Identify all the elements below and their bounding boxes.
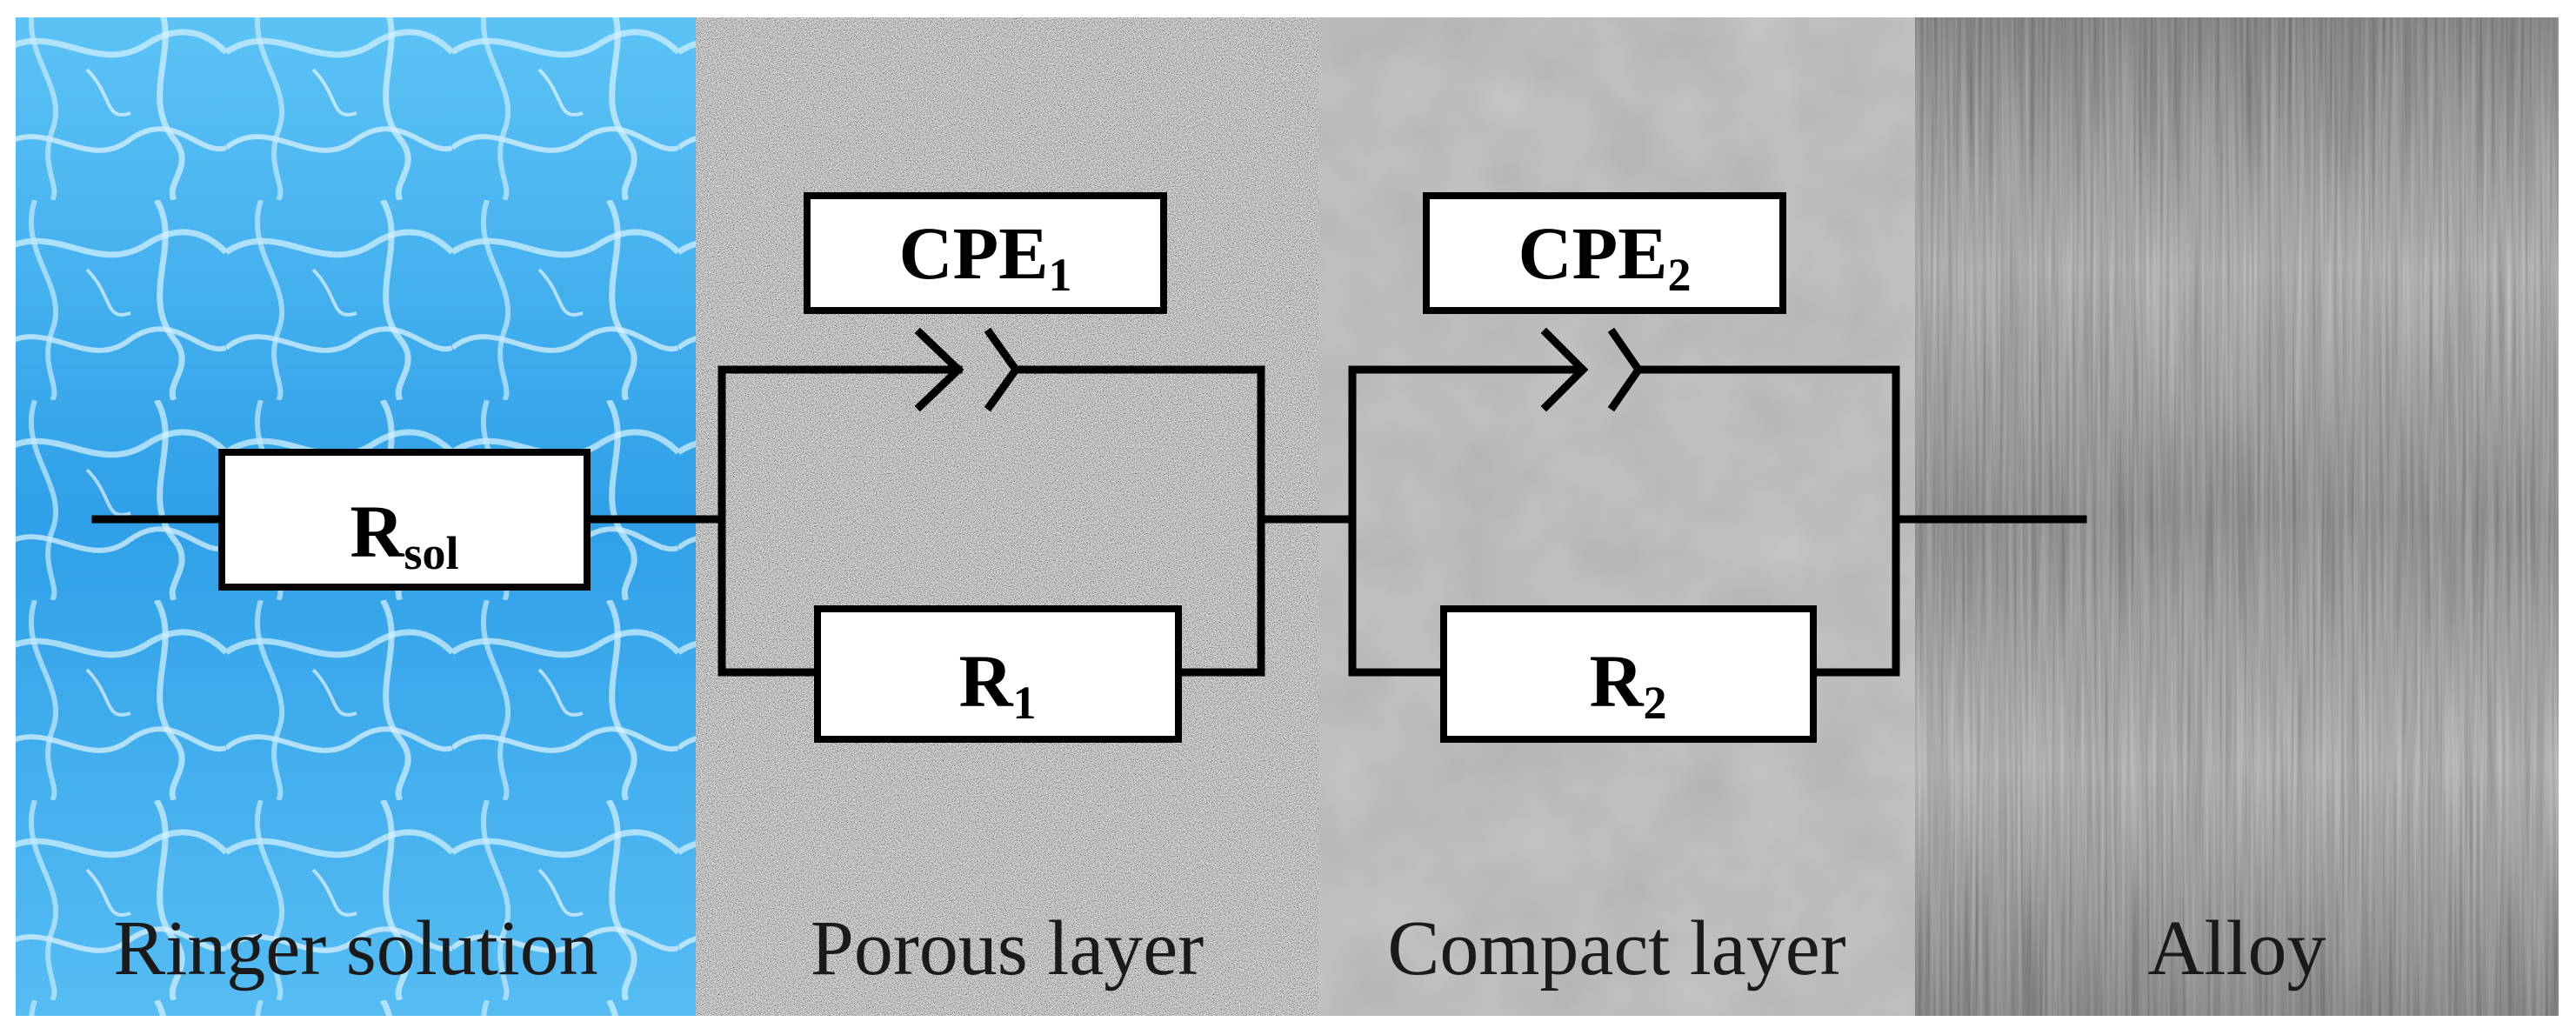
- svg-text:R1: R1: [958, 639, 1036, 729]
- wire-parallel1-bottom-right: [1174, 515, 1265, 677]
- r1-label: R: [958, 639, 1013, 723]
- cpe1-box: CPE1: [804, 192, 1167, 314]
- r2-resistor: R2: [1440, 605, 1817, 743]
- cpe2-subscript: 2: [1668, 249, 1692, 301]
- cpe2-box: CPE2: [1423, 192, 1786, 314]
- r2-label: R: [1589, 639, 1644, 723]
- wire-parallel2-bottom-right: [1809, 515, 1900, 677]
- region-porous-layer: [696, 17, 1318, 1016]
- r1-subscript: 1: [1013, 677, 1037, 729]
- cpe2-symbol-left: [1540, 327, 1589, 412]
- cpe2-label: CPE: [1518, 211, 1668, 295]
- wire-parallel2-top-left: [1348, 365, 1585, 524]
- cpe1-subscript: 1: [1049, 249, 1072, 301]
- svg-text:R2: R2: [1589, 639, 1666, 729]
- cpe1-symbol-left: [914, 327, 964, 412]
- alloy-label: Alloy: [2147, 905, 2326, 992]
- porous-layer-label: Porous layer: [811, 905, 1204, 992]
- cpe2-symbol-right: [1607, 327, 1644, 412]
- rsol-subscript: sol: [404, 527, 459, 579]
- cpe1-label: CPE: [899, 211, 1049, 295]
- rsol-label: R: [350, 490, 404, 573]
- wire-parallel1-top-left: [717, 365, 963, 524]
- svg-text:CPE2: CPE2: [1518, 211, 1692, 301]
- circuit-wires: [91, 327, 2087, 677]
- r2-subscript: 2: [1644, 677, 1667, 729]
- wire-parallel2-bottom-left: [1348, 515, 1448, 677]
- region-compact-layer: [1318, 17, 1915, 1016]
- cpe1-symbol-right: [984, 327, 1021, 412]
- wire-parallel2-top-right: [1634, 365, 1900, 524]
- r1-resistor: R1: [814, 605, 1182, 743]
- wire-parallel1-top-right: [1011, 365, 1265, 524]
- svg-text:Rsol: Rsol: [350, 490, 458, 579]
- ringer-solution-label: Ringer solution: [113, 905, 598, 992]
- svg-text:CPE1: CPE1: [899, 211, 1072, 301]
- rsol-resistor: Rsol: [218, 449, 591, 591]
- wire-parallel1-bottom-left: [717, 515, 822, 677]
- compact-layer-label: Compact layer: [1387, 905, 1845, 992]
